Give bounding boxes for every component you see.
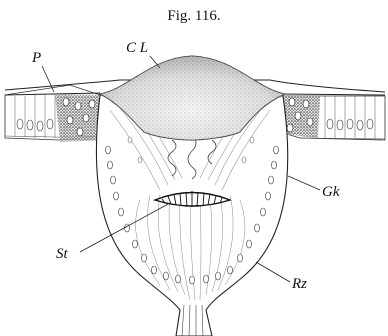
left-epithelium: [5, 85, 108, 142]
label-cl: C L: [126, 40, 148, 56]
label-rz: Rz: [291, 276, 307, 292]
figure-caption: Fig. 116.: [167, 8, 220, 24]
label-st: St: [56, 246, 69, 262]
right-epithelium: [280, 94, 385, 140]
label-p: P: [31, 50, 41, 66]
label-gk: Gk: [322, 184, 340, 200]
label-gk-leader: [288, 176, 320, 190]
label-rz-leader: [256, 262, 290, 282]
